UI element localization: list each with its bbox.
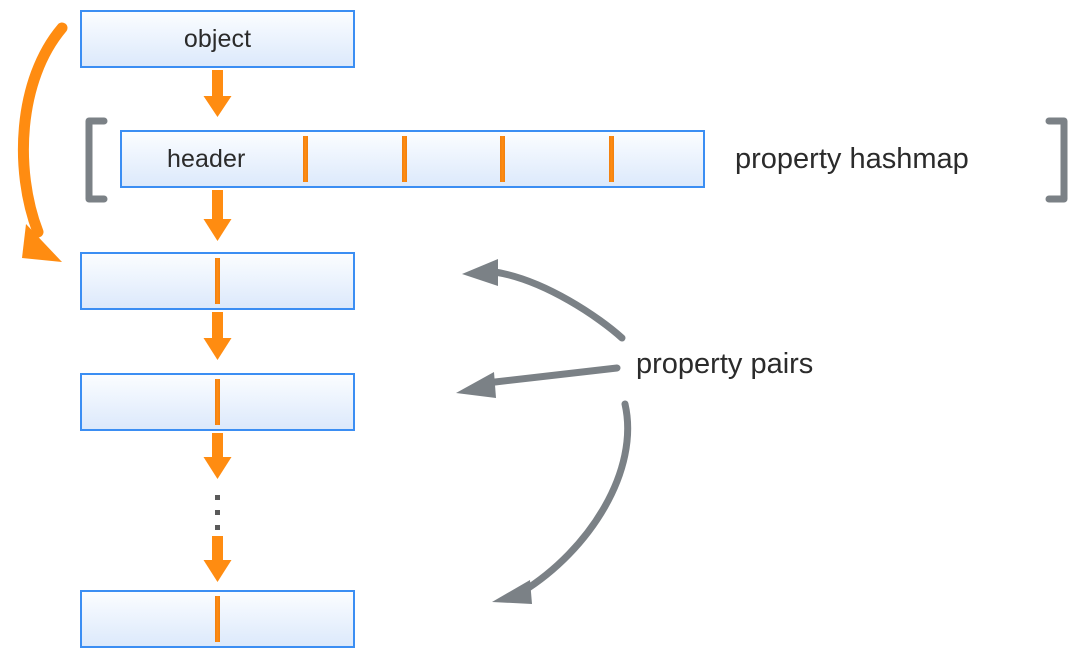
arrow-pairs-to-pair2 — [456, 364, 621, 398]
bracket-left — [85, 117, 108, 203]
property-pair-divider-last — [215, 596, 220, 642]
arrow-pairs-to-last-pair — [492, 400, 632, 604]
object-box-label: object — [183, 24, 252, 53]
property-hashmap-box[interactable]: header — [120, 130, 705, 188]
property-hashmap-caption: property hashmap — [735, 143, 969, 175]
hashmap-slot-tick-2 — [402, 136, 407, 182]
header-label: header — [167, 144, 246, 173]
curved-arrow-object-to-pair1 — [17, 22, 68, 262]
property-pair-divider-2 — [215, 379, 220, 425]
arrow-object-to-header — [203, 70, 232, 117]
arrow-header-to-pair1 — [203, 190, 232, 241]
bracket-right — [1045, 117, 1068, 203]
arrow-pairs-to-pair1 — [462, 259, 626, 342]
property-pairs-caption: property pairs — [636, 348, 814, 380]
arrow-pair1-to-pair2 — [203, 312, 232, 360]
ellipsis-dot-1 — [215, 495, 220, 500]
ellipsis-dot-2 — [215, 510, 220, 515]
object-box[interactable]: object — [80, 10, 355, 68]
hashmap-slot-tick-4 — [609, 136, 614, 182]
hashmap-slot-tick-3 — [500, 136, 505, 182]
property-pair-divider-1 — [215, 258, 220, 304]
hashmap-slot-tick-1 — [303, 136, 308, 182]
arrow-ellipsis-to-last-pair — [203, 536, 232, 582]
arrow-pair2-to-ellipsis — [203, 433, 232, 479]
ellipsis-dot-3 — [215, 525, 220, 530]
